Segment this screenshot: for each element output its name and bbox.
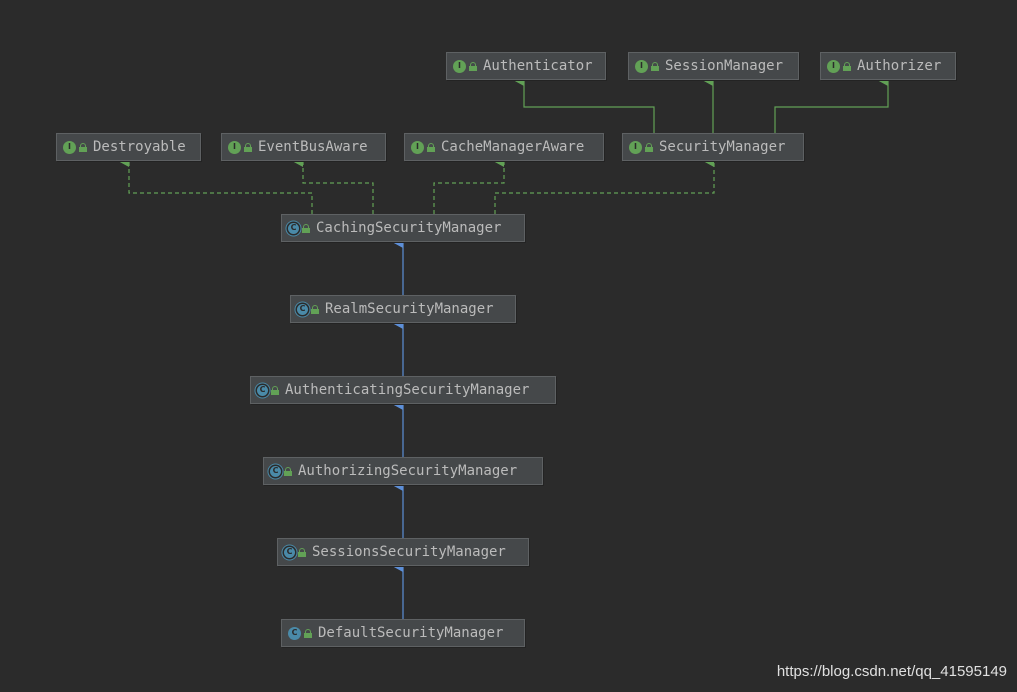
node-authenticator[interactable]: I Authenticator [446,52,606,80]
abstract-class-icon: C [297,303,308,315]
node-label: Authorizer [857,58,942,74]
node-destroyable[interactable]: I Destroyable [56,133,201,161]
node-authorizer[interactable]: I Authorizer [820,52,956,80]
node-event-bus-aware[interactable]: I EventBusAware [221,133,386,161]
interface-icon: I [411,140,424,154]
edge-security-manager-to-authorizer [774,74,889,133]
node-cache-manager-aware[interactable]: I CacheManagerAware [404,133,604,161]
node-label: Authenticator [483,58,593,74]
node-session-manager[interactable]: I SessionManager [628,52,799,80]
interface-icon: I [228,140,241,154]
node-label: AuthenticatingSecurityManager [285,382,530,398]
interface-icon: I [635,59,648,73]
abstract-class-icon: C [284,546,295,558]
public-lock-icon [244,142,252,152]
interface-icon: I [63,140,76,154]
node-label: EventBusAware [258,139,368,155]
node-label: RealmSecurityManager [325,301,494,317]
public-lock-icon [304,628,312,638]
public-lock-icon [79,142,87,152]
edge-caching-security-manager-to-security-manager [494,155,715,214]
node-label: CacheManagerAware [441,139,585,155]
node-label: DefaultSecurityManager [318,625,504,641]
public-lock-icon [302,223,310,233]
public-lock-icon [843,61,851,71]
node-sessions-security-manager[interactable]: C SessionsSecurityManager [277,538,529,566]
node-default-security-manager[interactable]: C DefaultSecurityManager [281,619,525,647]
node-authorizing-security-manager[interactable]: C AuthorizingSecurityManager [263,457,543,485]
interface-icon: I [629,140,642,154]
class-icon: C [288,626,301,640]
public-lock-icon [298,547,306,557]
public-lock-icon [311,304,319,314]
node-label: SessionsSecurityManager [312,544,506,560]
interface-icon: I [827,59,840,73]
abstract-class-icon: C [257,384,268,396]
public-lock-icon [427,142,435,152]
abstract-class-icon: C [270,465,281,477]
abstract-class-icon: C [288,222,299,234]
public-lock-icon [651,61,659,71]
edge-caching-security-manager-to-event-bus-aware [292,155,374,214]
node-authenticating-security-manager[interactable]: C AuthenticatingSecurityManager [250,376,556,404]
watermark: https://blog.csdn.net/qq_41595149 [776,663,1007,680]
node-label: SecurityManager [659,139,786,155]
node-label: AuthorizingSecurityManager [298,463,518,479]
public-lock-icon [469,61,477,71]
edge-security-manager-to-authenticator [513,74,655,133]
public-lock-icon [645,142,653,152]
node-label: Destroyable [93,139,186,155]
node-security-manager[interactable]: I SecurityManager [622,133,804,161]
edge-caching-security-manager-to-cache-manager-aware [433,155,505,214]
interface-icon: I [453,59,466,73]
node-realm-security-manager[interactable]: C RealmSecurityManager [290,295,516,323]
node-label: SessionManager [665,58,784,74]
node-caching-security-manager[interactable]: C CachingSecurityManager [281,214,525,242]
node-label: CachingSecurityManager [316,220,502,236]
edge-caching-security-manager-to-destroyable [118,155,313,214]
public-lock-icon [284,466,292,476]
public-lock-icon [271,385,279,395]
